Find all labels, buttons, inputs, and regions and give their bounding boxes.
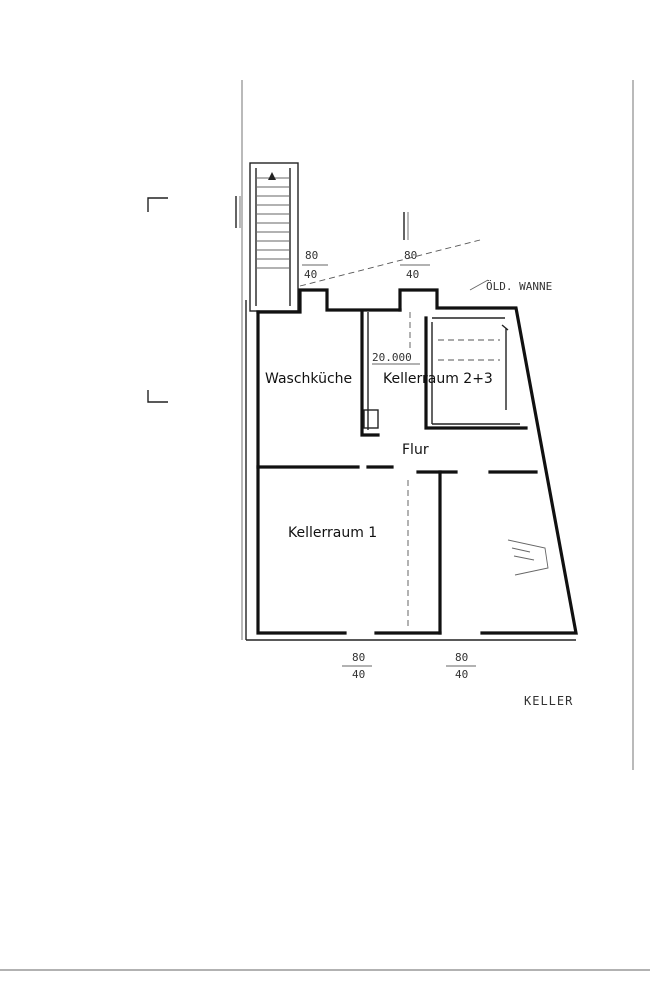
dim-top-left-upper: 80 (305, 249, 318, 262)
dim-bottom-left-upper: 80 (352, 651, 365, 664)
room-label-waschkueche: Waschküche (265, 371, 352, 387)
elevation-label: 20.000 (372, 351, 412, 364)
handwritten-note-mid (403, 212, 409, 240)
dimension-bottom-right: 80 40 (446, 651, 476, 681)
dimension-bottom-left: 80 40 (342, 651, 372, 681)
corner-mark-top (147, 197, 168, 212)
dim-top-mid-lower: 40 (406, 268, 419, 281)
dim-top-mid-upper: 80 (404, 249, 417, 262)
dimension-top-mid: 80 40 (400, 249, 430, 281)
dim-top-left-lower: 40 (304, 268, 317, 281)
oil-tank-label: ÖLD. WANNE (486, 280, 552, 293)
handwritten-note-left (235, 196, 241, 228)
staircase (249, 162, 299, 312)
dim-bottom-right-lower: 40 (455, 668, 468, 681)
corner-mark-bottom (147, 390, 168, 403)
dim-bottom-right-upper: 80 (455, 651, 468, 664)
room-label-flur: Flur (402, 442, 429, 458)
stair-sketch (507, 539, 549, 576)
dim-bottom-left-lower: 40 (352, 668, 365, 681)
room-label-kellerraum-2-3: Kellerraum 2+3 (383, 371, 493, 387)
interior-walls (256, 310, 538, 635)
plan-title: KELLER (524, 694, 573, 708)
outer-walls (245, 288, 578, 641)
dashed-lines (299, 239, 500, 630)
room-label-kellerraum-1: Kellerraum 1 (288, 525, 377, 541)
dimension-top-left: 80 40 (302, 249, 328, 281)
